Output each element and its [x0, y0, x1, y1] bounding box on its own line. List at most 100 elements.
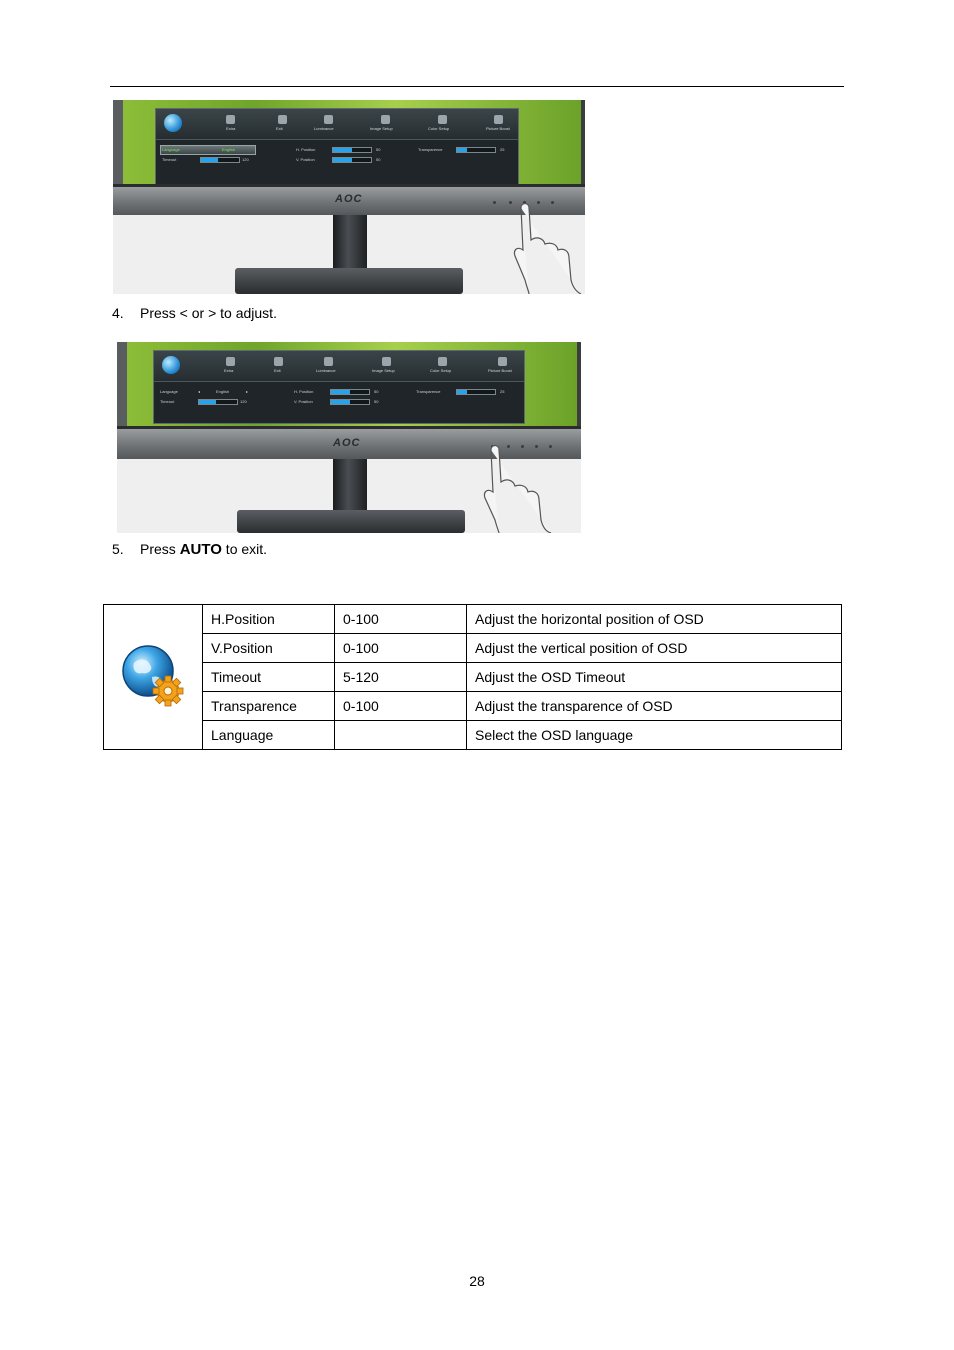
osd-tab-image-setup: Image Setup [372, 368, 395, 373]
pointing-hand-icon [513, 202, 582, 294]
param-range: 0-100 [334, 633, 467, 663]
monitor-osd-photo-1: Extra Exit Luminance Image Setup Color S… [113, 100, 585, 294]
osd-selected-row [160, 145, 256, 155]
luminance-icon [324, 115, 333, 124]
pointing-hand-icon [483, 444, 552, 533]
table-row: H.Position 0-100 Adjust the horizontal p… [103, 604, 842, 750]
page-number: 28 [469, 1273, 485, 1289]
osd-hposition-bar [332, 147, 372, 153]
osd-transparence-value: 25 [500, 389, 505, 394]
osd-tab-extra: Extra [226, 126, 236, 131]
monitor-base [235, 268, 463, 294]
step-number: 5. [112, 541, 124, 557]
picture-boost-icon [494, 115, 503, 124]
table-row: Transparence 0-100 Adjust the transparen… [104, 691, 842, 721]
osd-timeout-label: Timeout [160, 399, 175, 404]
osd-transparence-value: 25 [500, 147, 505, 152]
monitor-base [237, 510, 465, 533]
monitor-osd-photo-2: Extra Exit Luminance Image Setup Color S… [117, 342, 581, 533]
monitor-bezel: AOC [117, 429, 581, 459]
param-name: Timeout [202, 662, 335, 692]
aoc-logo: AOC [333, 437, 361, 449]
luminance-icon [324, 357, 333, 366]
image-setup-icon [382, 357, 391, 366]
monitor-stand [333, 215, 367, 270]
osd-timeout-bar [200, 157, 240, 163]
left-button-icon [507, 445, 510, 448]
osd-hposition-value: 50 [376, 147, 381, 152]
left-button-icon [509, 201, 512, 204]
param-range: 5-120 [334, 662, 467, 692]
param-description: Adjust the vertical position of OSD [466, 633, 842, 663]
param-name: Language [202, 720, 335, 750]
step-text: Press < or > to adjust. [140, 305, 277, 321]
osd-transparence-bar [456, 147, 496, 153]
image-setup-icon [381, 115, 390, 124]
osd-tab-exit: Exit [276, 126, 283, 131]
extra-icon [226, 357, 235, 366]
osd-vposition-bar [330, 399, 370, 405]
param-range: 0-100 [334, 691, 467, 721]
osd-hposition-label: H. Position [296, 147, 316, 152]
param-name: Transparence [202, 691, 335, 721]
exit-icon [278, 115, 287, 124]
osd-menu: Extra Exit Luminance Image Setup Color S… [153, 350, 525, 424]
picture-boost-icon [498, 357, 507, 366]
osd-setup-globe-icon [162, 356, 180, 374]
osd-language-value: English [216, 389, 230, 394]
table-row: Timeout 5-120 Adjust the OSD Timeout [104, 662, 842, 692]
param-range [334, 720, 467, 750]
right-button-icon [523, 201, 526, 204]
aoc-logo: AOC [335, 193, 363, 205]
param-description: Adjust the horizontal position of OSD [466, 604, 842, 634]
osd-vposition-value: 50 [376, 157, 381, 162]
color-setup-icon [438, 115, 447, 124]
osd-tab-luminance: Luminance [314, 126, 334, 131]
osd-language-value: English [222, 147, 236, 152]
osd-tab-bar: Extra Exit Luminance Image Setup Color S… [156, 109, 518, 140]
osd-vposition-bar [332, 157, 372, 163]
param-range: 0-100 [334, 604, 467, 634]
osd-tab-exit: Exit [274, 368, 281, 373]
table-row: V.Position 0-100 Adjust the vertical pos… [104, 633, 842, 663]
osd-tab-picture-boost: Picture Boost [486, 126, 510, 131]
extra-icon [226, 115, 235, 124]
osd-vposition-label: V. Position [294, 399, 313, 404]
osd-transparence-label: Transparence [418, 147, 443, 152]
osd-tab-luminance: Luminance [316, 368, 336, 373]
monitor-bezel: AOC [113, 187, 585, 215]
osd-setup-globe-icon [164, 114, 182, 132]
menu-button-icon [537, 201, 540, 204]
power-button-icon [493, 201, 496, 204]
auto-button-icon [551, 201, 554, 204]
osd-right-arrow-icon: ▸ [246, 389, 249, 394]
osd-left-arrow-icon: ◂ [198, 389, 201, 394]
right-button-icon [521, 445, 524, 448]
auto-button-icon [549, 445, 552, 448]
osd-tab-picture-boost: Picture Boost [488, 368, 512, 373]
osd-language-label: Language [162, 147, 180, 152]
header-rule [110, 86, 844, 87]
osd-tab-image-setup: Image Setup [370, 126, 393, 131]
param-description: Adjust the transparence of OSD [466, 691, 842, 721]
table-row: Language Select the OSD language [104, 720, 842, 750]
osd-setup-globe-gear-icon [122, 644, 184, 706]
osd-tab-color-setup: Color Setup [430, 368, 452, 373]
osd-tab-extra: Extra [224, 368, 234, 373]
param-description: Adjust the OSD Timeout [466, 662, 842, 692]
color-setup-icon [438, 357, 447, 366]
osd-timeout-bar [198, 399, 238, 405]
param-name: H.Position [202, 604, 335, 634]
osd-hposition-label: H. Position [294, 389, 314, 394]
auto-key-label: AUTO [179, 541, 222, 558]
step-text: Press AUTO to exit. [140, 541, 268, 558]
menu-button-icon [535, 445, 538, 448]
step-number: 4. [112, 305, 124, 321]
osd-menu: Extra Exit Luminance Image Setup Color S… [155, 108, 519, 186]
osd-transparence-label: Transparence [416, 389, 441, 394]
exit-icon [274, 357, 283, 366]
osd-language-label: Language [160, 389, 178, 394]
osd-tab-bar: Extra Exit Luminance Image Setup Color S… [154, 351, 524, 382]
osd-timeout-value: 120 [240, 399, 247, 404]
osd-vposition-label: V. Position [296, 157, 315, 162]
